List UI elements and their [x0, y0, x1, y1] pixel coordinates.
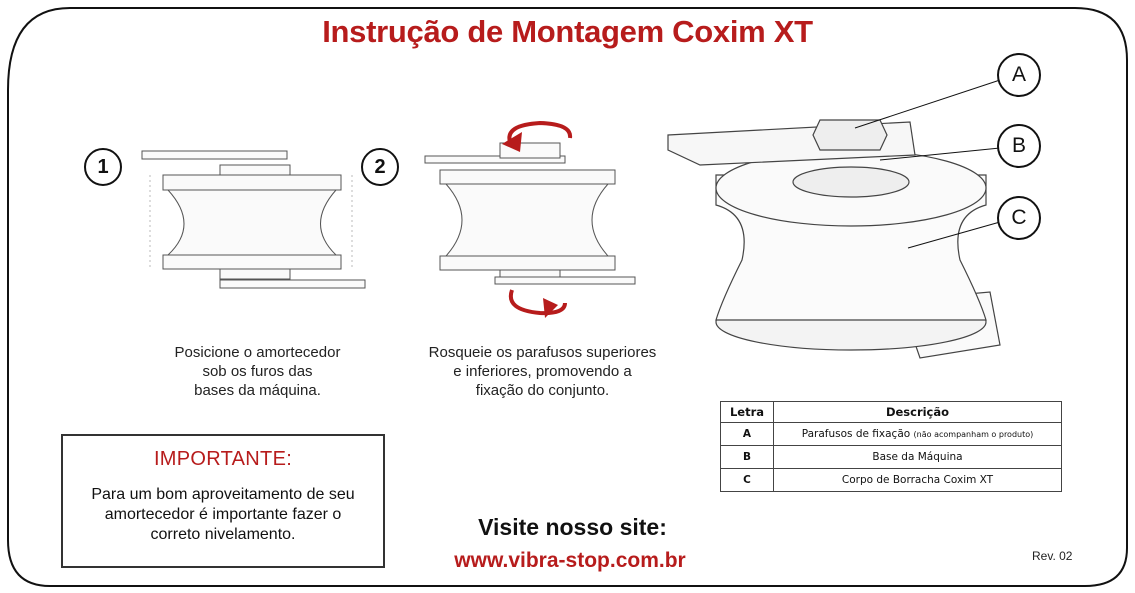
step2-caption-line: fixação do conjunto. — [475, 382, 610, 399]
legend-letter: A — [720, 422, 774, 446]
website-link[interactable]: www.vibra-stop.com.br — [454, 549, 686, 572]
visit-site-label: Visite nosso site: — [478, 514, 667, 540]
step2-caption-line: Rosqueie os parafusos superiores — [428, 344, 657, 361]
legend-header-letter: Letra — [720, 401, 774, 423]
step1-caption-line: Posicione o amortecedor — [174, 344, 341, 361]
legend-table: Letra Descrição A Parafusos de fixação (… — [720, 401, 1062, 492]
important-line: Para um bom aproveitamento de seu — [91, 486, 355, 503]
legend-header-row: Letra Descrição — [720, 401, 1062, 423]
legend-letter: C — [720, 468, 774, 492]
callout-a: A — [997, 53, 1041, 97]
callout-c: C — [997, 196, 1041, 240]
step2-caption-line: e inferiores, promovendo a — [453, 363, 632, 380]
table-row: A Parafusos de fixação (não acompanham o… — [720, 422, 1062, 446]
step1-caption-line: sob os furos das — [202, 363, 313, 380]
legend-description-text: Parafusos de fixação — [801, 428, 911, 440]
revision-label: Rev. 02 — [1032, 549, 1073, 563]
important-body: Para um bom aproveitamento de seu amorte… — [63, 485, 383, 545]
important-line: correto nivelamento. — [150, 526, 296, 543]
step1-caption-line: bases da máquina. — [194, 382, 321, 399]
legend-letter: B — [720, 445, 774, 469]
legend-description: Corpo de Borracha Coxim XT — [773, 468, 1062, 492]
legend-note: (não acompanham o produto) — [913, 430, 1034, 439]
legend-header-description: Descrição — [773, 401, 1062, 423]
legend-description: Base da Máquina — [773, 445, 1062, 469]
table-row: B Base da Máquina — [720, 445, 1062, 469]
important-notice-box: IMPORTANTE: Para um bom aproveitamento d… — [61, 434, 385, 568]
page-title: Instrução de Montagem Coxim XT — [322, 14, 813, 49]
step2-caption: Rosqueie os parafusos superiores e infer… — [410, 343, 675, 400]
step-number-2: 2 — [361, 148, 399, 186]
important-heading: IMPORTANTE: — [153, 448, 293, 470]
step-number-1: 1 — [84, 148, 122, 186]
important-line: amortecedor é importante fazer o — [104, 506, 342, 523]
callout-b: B — [997, 124, 1041, 168]
legend-description: Parafusos de fixação (não acompanham o p… — [773, 422, 1062, 446]
table-row: C Corpo de Borracha Coxim XT — [720, 468, 1062, 492]
step1-caption: Posicione o amortecedor sob os furos das… — [150, 343, 365, 400]
